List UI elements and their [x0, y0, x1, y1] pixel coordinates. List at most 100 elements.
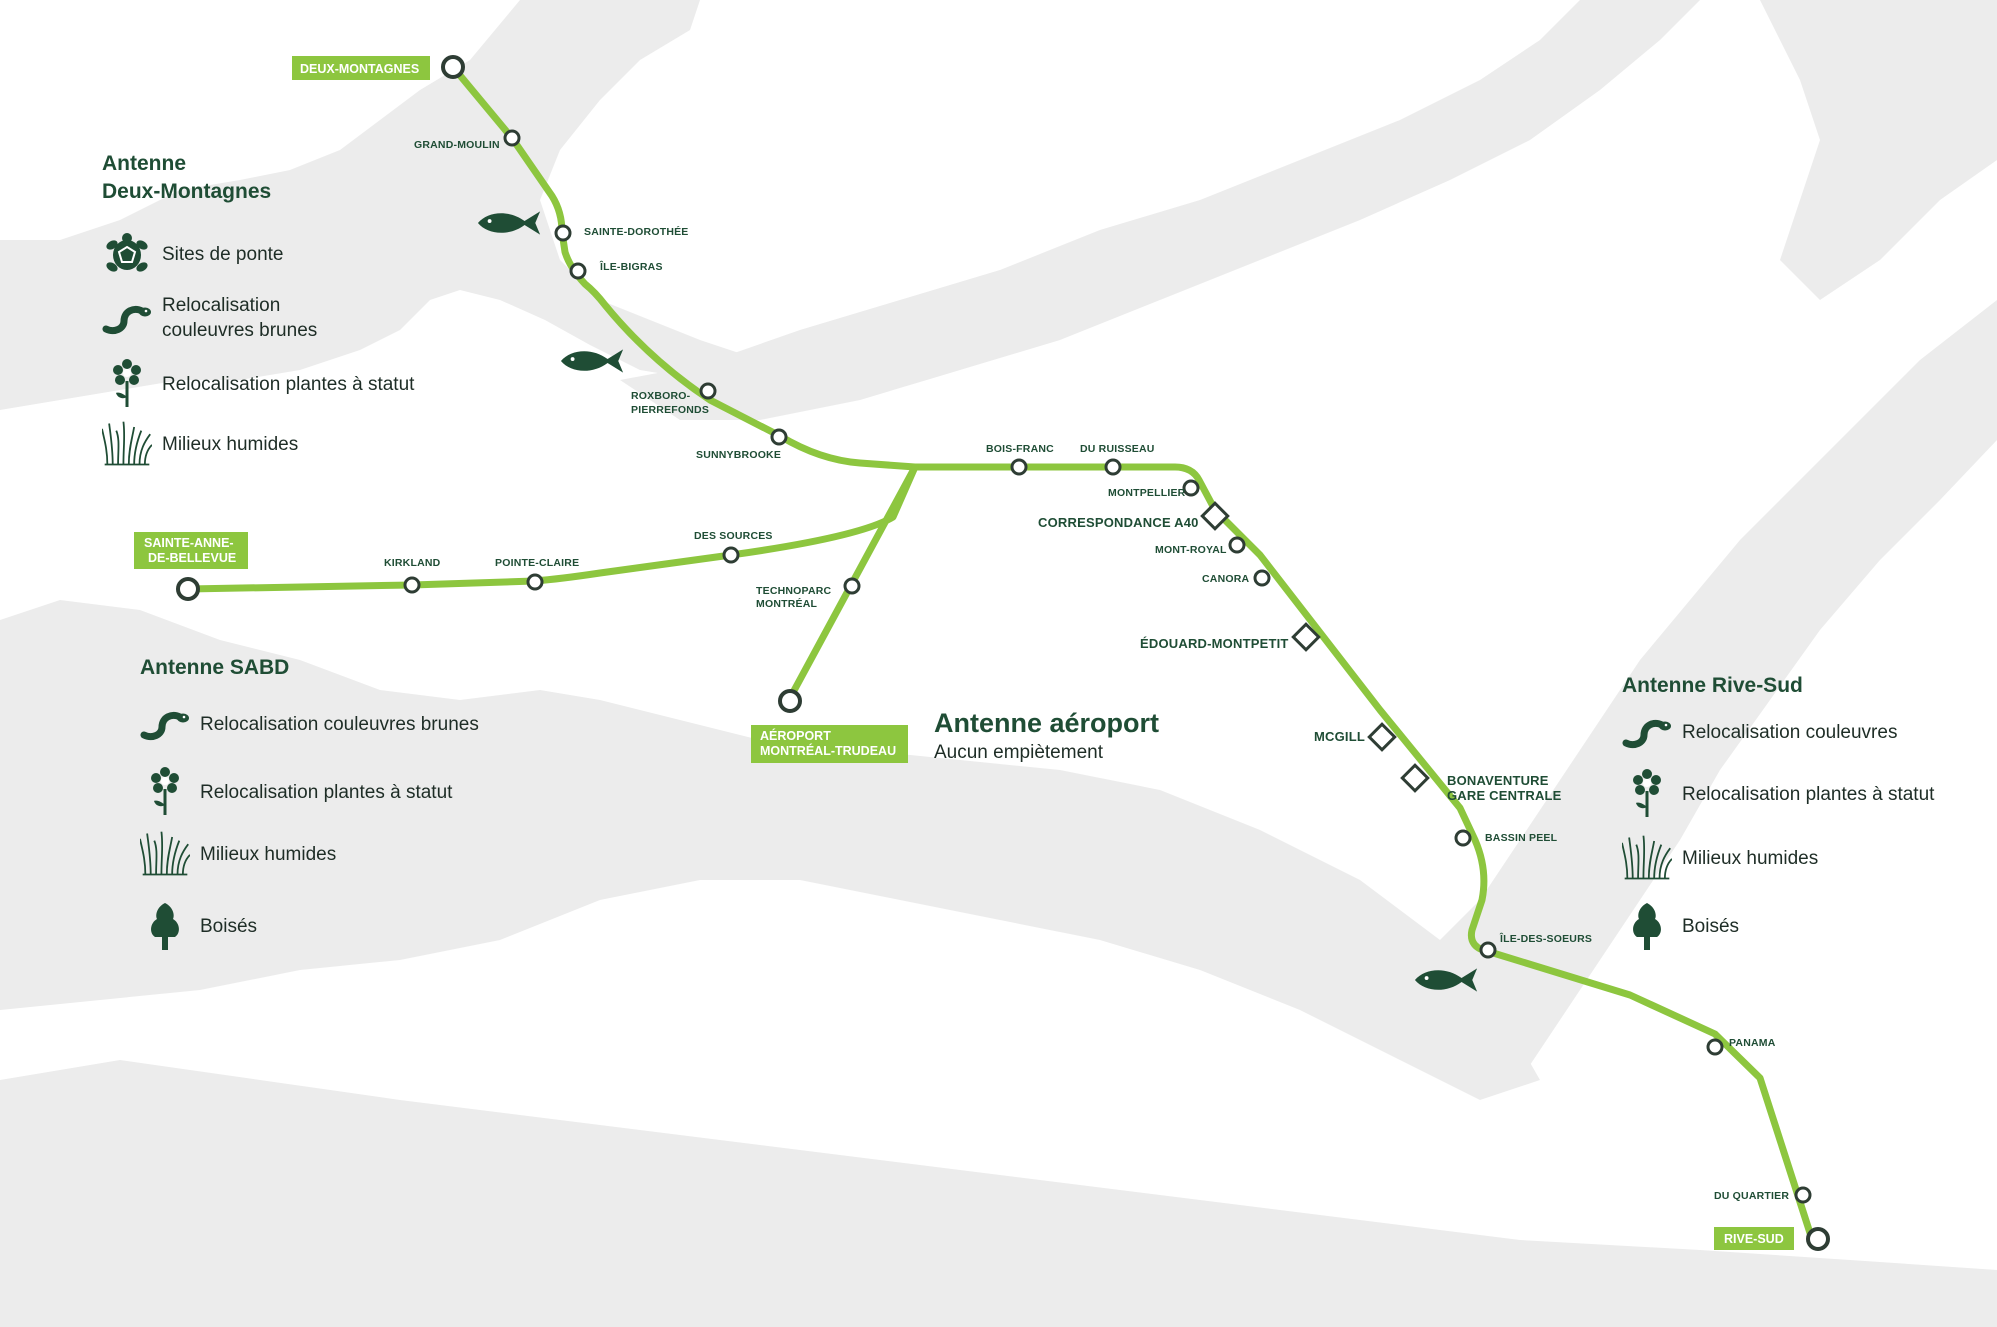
terminal-sainte-anne-de-bellevue[interactable]: SAINTE-ANNE- DE-BELLEVUE: [134, 532, 248, 569]
label-grand-moulin: GRAND-MOULIN: [414, 139, 500, 151]
label-bonaventure-1: BONAVENTURE: [1447, 773, 1549, 788]
legend-item-label: Boisés: [1682, 915, 1740, 937]
tree-icon: [1622, 900, 1672, 952]
legend-item-label: Milieux humides: [1682, 847, 1819, 869]
station-bois-franc[interactable]: [1010, 458, 1028, 476]
label-roxboro-1: ROXBORO-: [631, 390, 691, 402]
upper-right-water: [1760, 0, 1997, 300]
station-roxboro-pierrefonds[interactable]: [699, 382, 717, 400]
label-des-sources: DES SOURCES: [694, 530, 773, 542]
legend-item-couleuvres: Relocalisation couleuvres brunes: [140, 698, 479, 750]
legend-subtitle: Aucun empiètement: [934, 742, 1103, 763]
legend-item-label: Boisés: [200, 915, 258, 937]
legend-title: Antenne Rive-Sud: [1622, 674, 1803, 697]
wetland-grass-icon: [140, 828, 190, 880]
legend-title: Antenne aéroport: [934, 708, 1160, 738]
label-canora: CANORA: [1202, 573, 1249, 585]
station-deux-montagnes[interactable]: [441, 55, 465, 79]
station-grand-moulin[interactable]: [503, 129, 521, 147]
legend-item-sites-de-ponte: Sites de ponte: [102, 228, 283, 280]
station-montpellier[interactable]: [1182, 479, 1200, 497]
label-technoparc-1: TECHNOPARC: [756, 585, 832, 597]
station-pointe-claire[interactable]: [526, 573, 544, 591]
legend-item-milieux-humides: Milieux humides: [1622, 832, 1818, 884]
snake-icon: [1622, 706, 1672, 758]
station-technoparc[interactable]: [843, 577, 861, 595]
terminal-aeroport[interactable]: AÉROPORT MONTRÉAL-TRUDEAU: [751, 725, 908, 763]
station-bonaventure[interactable]: [1400, 763, 1430, 793]
flower-icon: [102, 358, 152, 410]
label-kirkland: KIRKLAND: [384, 557, 441, 569]
station-ile-bigras[interactable]: [569, 262, 587, 280]
legend-item-plantes: Relocalisation plantes à statut: [140, 766, 452, 818]
legend-item-couleuvres: Relocalisation couleuvres: [1622, 706, 1897, 758]
label-bonaventure-2: GARE CENTRALE: [1447, 788, 1562, 803]
wetland-grass-icon: [1622, 832, 1672, 884]
legend-title: Antenne SABD: [140, 656, 290, 679]
station-du-ruisseau[interactable]: [1104, 458, 1122, 476]
legend-item-label: Relocalisation plantes à statut: [1682, 783, 1935, 805]
legend-item-boises: Boisés: [140, 900, 257, 952]
station-correspondance-a40[interactable]: [1200, 501, 1230, 531]
legend-item-label: Milieux humides: [162, 433, 299, 455]
label-edouard-montpetit: ÉDOUARD-MONTPETIT: [1140, 636, 1289, 651]
label-du-quartier: DU QUARTIER: [1714, 1190, 1789, 1202]
label-bassin-peel: BASSIN PEEL: [1485, 832, 1558, 844]
station-canora[interactable]: [1253, 569, 1271, 587]
legend-item-label: Relocalisation couleuvres: [1682, 721, 1898, 743]
station-sainte-anne-de-bellevue[interactable]: [176, 577, 200, 601]
label-roxboro-2: PIERREFONDS: [631, 404, 709, 416]
label-montpellier: MONTPELLIER: [1108, 487, 1186, 499]
label-correspondance-a40: CORRESPONDANCE A40: [1038, 515, 1199, 530]
station-sunnybrooke[interactable]: [770, 428, 788, 446]
riviere-des-prairies: [620, 0, 1700, 420]
flower-icon: [1622, 768, 1672, 820]
legend-item-plantes: Relocalisation plantes à statut: [102, 358, 414, 410]
legend-item-label: Sites de ponte: [162, 243, 284, 265]
svg-text:SAINTE-ANNE-: SAINTE-ANNE-: [144, 536, 234, 550]
legend-aeroport: Antenne aéroport Aucun empiètement: [934, 706, 1234, 776]
station-bassin-peel[interactable]: [1454, 829, 1472, 847]
station-panama[interactable]: [1706, 1038, 1724, 1056]
south-shore-water: [0, 1060, 1997, 1327]
svg-text:RIVE-SUD: RIVE-SUD: [1724, 1232, 1784, 1246]
station-mont-royal[interactable]: [1228, 536, 1246, 554]
station-des-sources[interactable]: [722, 546, 740, 564]
legend-item-boises: Boisés: [1622, 900, 1739, 952]
label-panama: PANAMA: [1729, 1037, 1776, 1049]
label-bois-franc: BOIS-FRANC: [986, 443, 1054, 455]
station-sainte-dorothee[interactable]: [554, 224, 572, 242]
label-ile-bigras: ÎLE-BIGRAS: [599, 260, 663, 273]
legend-rive-sud: Antenne Rive-Sud Relocalisation couleuvr…: [1622, 672, 1992, 972]
svg-text:DEUX-MONTAGNES: DEUX-MONTAGNES: [300, 62, 419, 76]
label-technoparc-2: MONTRÉAL: [756, 597, 817, 610]
station-du-quartier[interactable]: [1794, 1186, 1812, 1204]
legend-item-plantes: Relocalisation plantes à statut: [1622, 768, 1934, 820]
fleuve-saint-laurent: [1420, 300, 1997, 1080]
snake-icon: [140, 698, 190, 750]
flower-icon: [140, 766, 190, 818]
terminal-deux-montagnes[interactable]: DEUX-MONTAGNES: [292, 56, 430, 80]
tree-icon: [140, 900, 190, 952]
turtle-icon: [102, 228, 152, 280]
station-edouard-montpetit[interactable]: [1291, 622, 1321, 652]
station-rive-sud[interactable]: [1806, 1227, 1830, 1251]
legend-item-label: Relocalisation plantes à statut: [200, 781, 453, 803]
svg-text:AÉROPORT: AÉROPORT: [760, 728, 831, 743]
station-kirkland[interactable]: [403, 576, 421, 594]
label-sainte-dorothee: SAINTE-DOROTHÉE: [584, 225, 689, 238]
label-pointe-claire: POINTE-CLAIRE: [495, 557, 579, 569]
label-mont-royal: MONT-ROYAL: [1155, 544, 1227, 556]
svg-text:MONTRÉAL-TRUDEAU: MONTRÉAL-TRUDEAU: [760, 743, 896, 758]
station-aeroport[interactable]: [778, 689, 802, 713]
label-du-ruisseau: DU RUISSEAU: [1080, 443, 1155, 455]
snake-icon: [102, 292, 152, 344]
terminal-rive-sud[interactable]: RIVE-SUD: [1714, 1227, 1794, 1250]
station-ile-des-soeurs[interactable]: [1479, 941, 1497, 959]
station-mcgill[interactable]: [1367, 722, 1397, 752]
lake-of-two-mountains: [0, 0, 820, 410]
